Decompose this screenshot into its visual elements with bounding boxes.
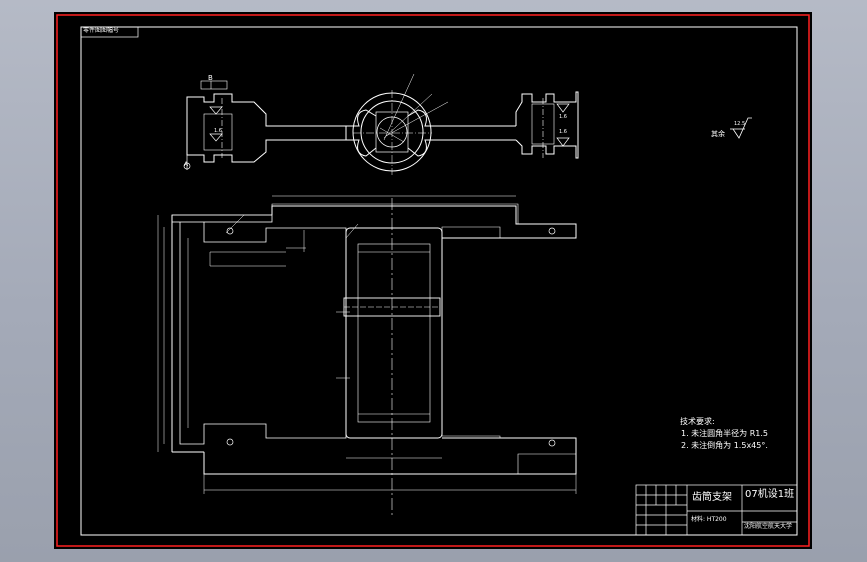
drawing-sheet: 零件图图幅号 B A 1.6 1.6 1.6 其余 12.5 技术要求: 1. … [54,12,812,549]
section-mark: B [208,74,213,82]
roughness-other-label: 其余 [711,130,725,138]
roughness-mark: 1.6 [214,128,222,134]
corner-tag: 零件图图幅号 [83,27,120,34]
technical-note: 2. 未注倒角为 1.5x45°. [681,441,768,450]
technical-note: 1. 未注圆角半径为 R1.5 [681,429,768,438]
cad-drawing [56,14,810,547]
roughness-other-value: 12.5 [734,121,746,127]
front-view [157,195,577,518]
roughness-mark: 1.6 [559,114,567,120]
datum-mark: A [184,161,189,168]
technical-notes-title: 技术要求: [680,417,715,426]
outer-border [56,14,810,547]
class-name: 07机设1班 [745,489,795,500]
title-block-lines [635,484,798,536]
material: 材料: HT200 [691,516,727,523]
technical-notes: 技术要求: 1. 未注圆角半径为 R1.5 2. 未注倒角为 1.5x45°. [680,418,768,450]
school-name: 沈阳航空航天大学 [744,523,793,530]
part-name: 齿筒支架 [692,492,732,503]
roughness-mark: 1.6 [559,129,567,135]
top-view [183,73,579,175]
corner-tag-box [80,26,139,38]
roughness-symbol [730,117,752,139]
inner-border [80,26,798,536]
